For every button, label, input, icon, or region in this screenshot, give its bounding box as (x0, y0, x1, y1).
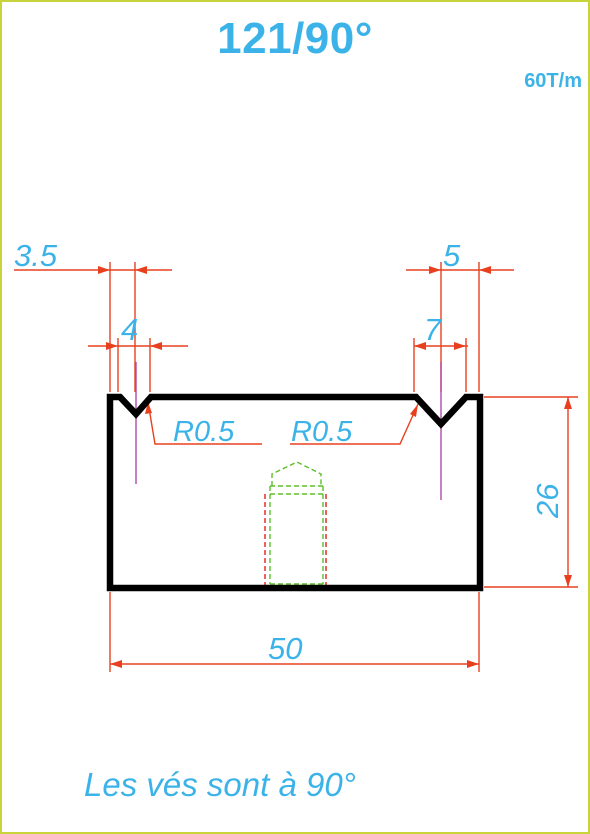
die-outline (106, 393, 484, 592)
arrow-r-right (410, 404, 418, 417)
dim-text-width: 50 (268, 631, 302, 666)
arrow-4-left (106, 342, 118, 350)
arrow-5-left (429, 266, 441, 274)
arrow-4-right (150, 342, 162, 350)
hidden-bore (264, 461, 327, 588)
arrow-26-bottom (564, 575, 572, 587)
v-centerlines (135, 362, 442, 500)
dim-text-radius-right: R0.5 (291, 416, 353, 448)
dim-text-7: 7 (424, 312, 443, 347)
dim-text-height: 26 (530, 483, 565, 519)
dim-text-3-5: 3.5 (14, 238, 58, 273)
leader-r-right (290, 403, 419, 445)
hidden-green-cone (271, 461, 322, 486)
capacity-label: 60T/m (524, 70, 582, 92)
die-title: 121/90° (217, 14, 373, 63)
dim-text-radius-left: R0.5 (173, 416, 235, 448)
footer-note: Les vés sont à 90° (84, 766, 356, 803)
arrow-7-left (414, 342, 426, 350)
arrow-r-left (145, 402, 152, 414)
leader-r-left (147, 401, 262, 445)
arrow-26-top (564, 397, 572, 409)
dim-text-4: 4 (121, 312, 138, 347)
arrow-5-right (479, 266, 491, 274)
arrow-7-right (454, 342, 466, 350)
arrow-3-5-left (98, 266, 110, 274)
arrow-3-5-right (135, 266, 147, 274)
arrow-50-left (110, 660, 122, 668)
dimension-lines (14, 262, 578, 672)
arrow-50-right (467, 660, 479, 668)
dim-text-5: 5 (443, 238, 461, 273)
